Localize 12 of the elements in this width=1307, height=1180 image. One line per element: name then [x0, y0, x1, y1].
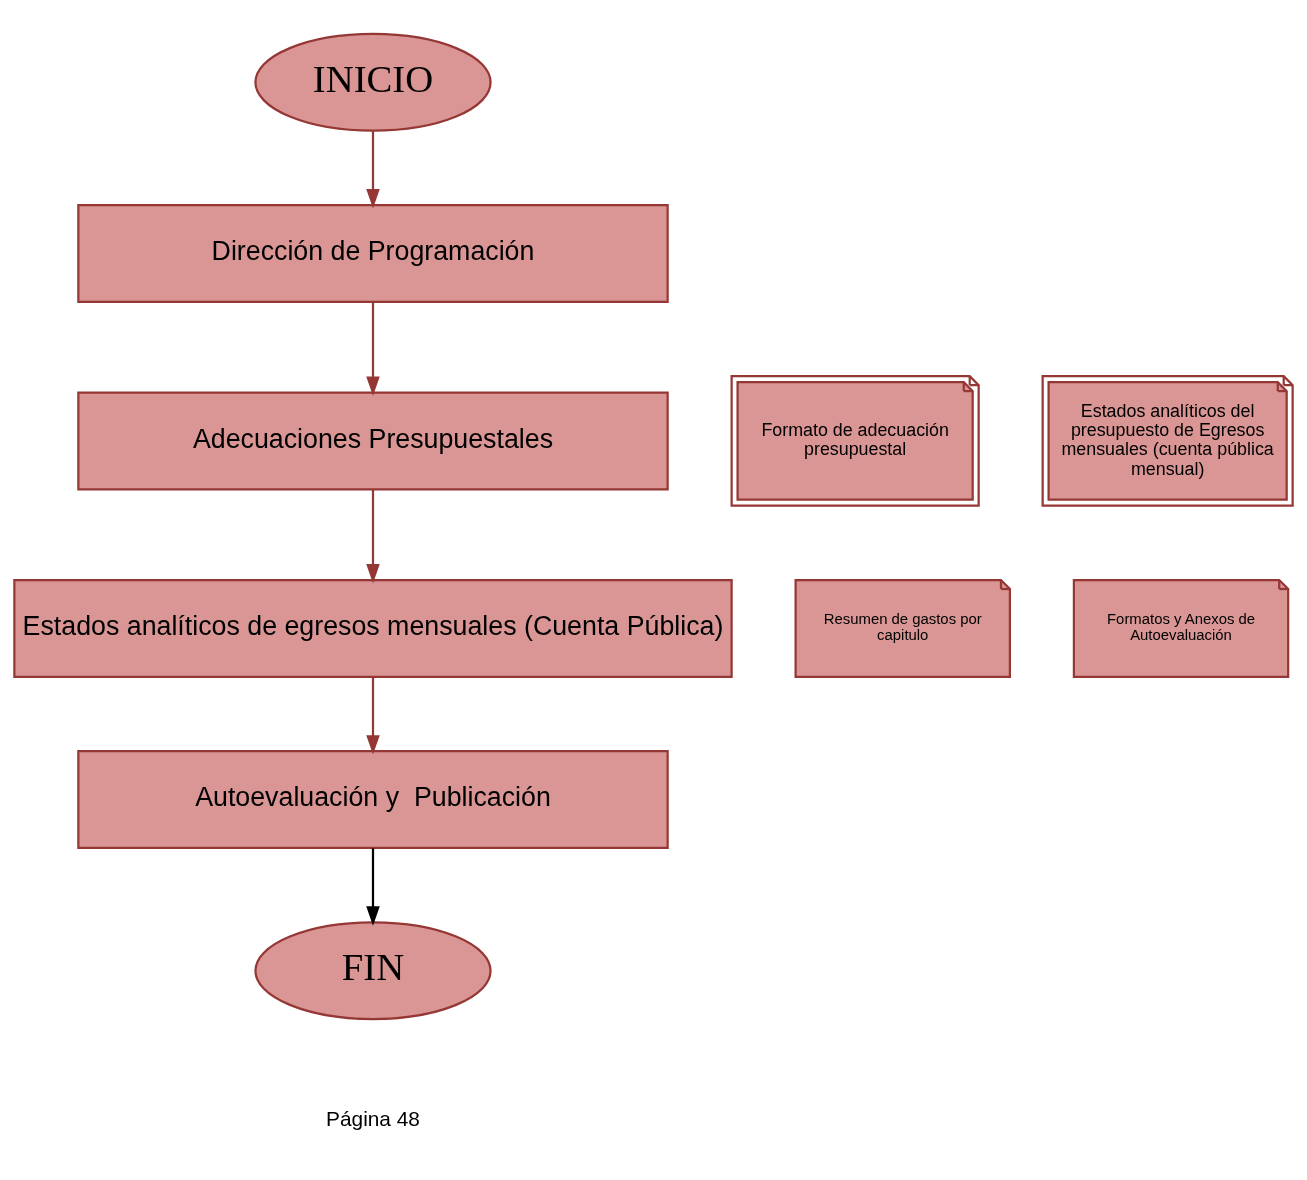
node-box: Estados analíticos de egresos mensuales (Cuenta Pública) [13, 578, 733, 678]
arrow [366, 488, 380, 583]
node-ellipse: FIN [254, 920, 492, 1020]
label: Página 48 [326, 1106, 420, 1130]
arrow [366, 301, 380, 396]
arrow [366, 130, 380, 208]
arrow [366, 847, 380, 926]
node-box: Adecuaciones Presupuestales [77, 390, 669, 490]
node-ellipse: INICIO [254, 32, 492, 132]
node-box: Dirección de Programación [77, 203, 669, 303]
node-box: Autoevaluación y Publicación [77, 749, 669, 849]
arrow [366, 676, 380, 755]
